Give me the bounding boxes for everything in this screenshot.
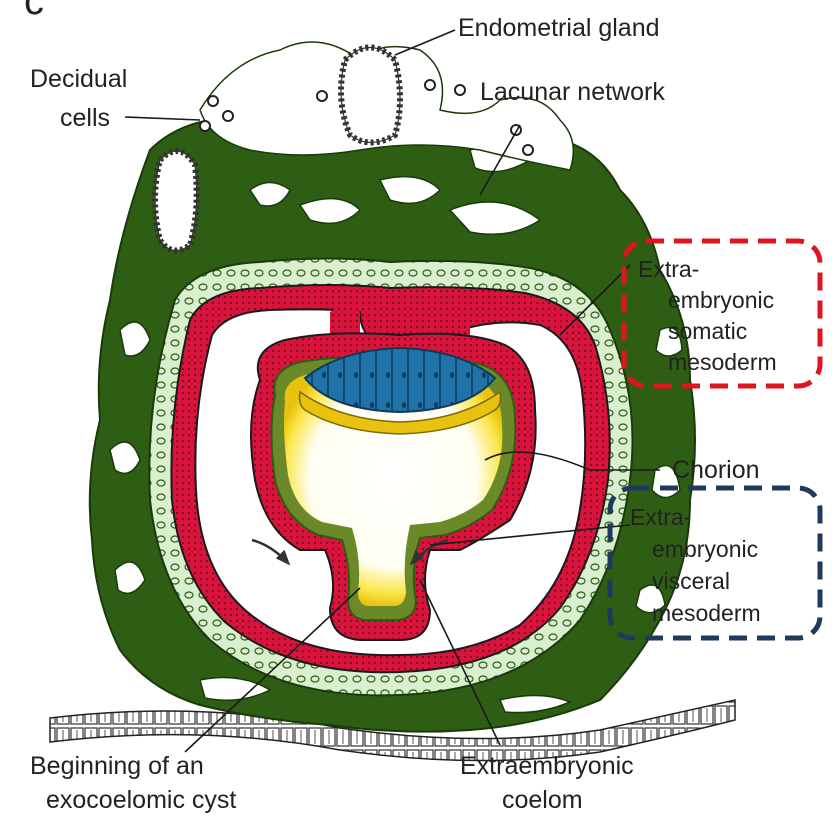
- label-lacunar-network: Lacunar network: [480, 78, 665, 106]
- label-coelom-line1: Extraembryonic: [460, 752, 634, 780]
- label-exocoelomic-line1: Beginning of an: [30, 752, 204, 780]
- label-endometrial-gland: Endometrial gland: [458, 14, 660, 42]
- panel-letter: c: [24, 0, 44, 23]
- label-exocoelomic-line2: exocoelomic cyst: [46, 786, 236, 814]
- label-coelom-line2: coelom: [502, 786, 583, 814]
- endometrial-gland-left: [155, 151, 197, 250]
- label-visceral-line3: visceral: [652, 568, 730, 594]
- label-visceral-line1: Extra-: [630, 504, 691, 530]
- label-visceral-line2: embryonic: [652, 536, 758, 562]
- label-chorion: Chorion: [672, 456, 760, 484]
- label-decidual-cells-line1: Decidual: [30, 65, 127, 93]
- label-decidual-cells-line2: cells: [60, 104, 110, 132]
- label-somatic-line1: Extra-: [638, 256, 699, 282]
- endometrial-gland-top: [341, 48, 400, 143]
- label-visceral-line4: mesoderm: [652, 600, 761, 626]
- label-somatic-line3: somatic: [668, 318, 747, 344]
- label-somatic-line4: mesoderm: [668, 349, 777, 375]
- label-somatic-line2: embryonic: [668, 287, 774, 313]
